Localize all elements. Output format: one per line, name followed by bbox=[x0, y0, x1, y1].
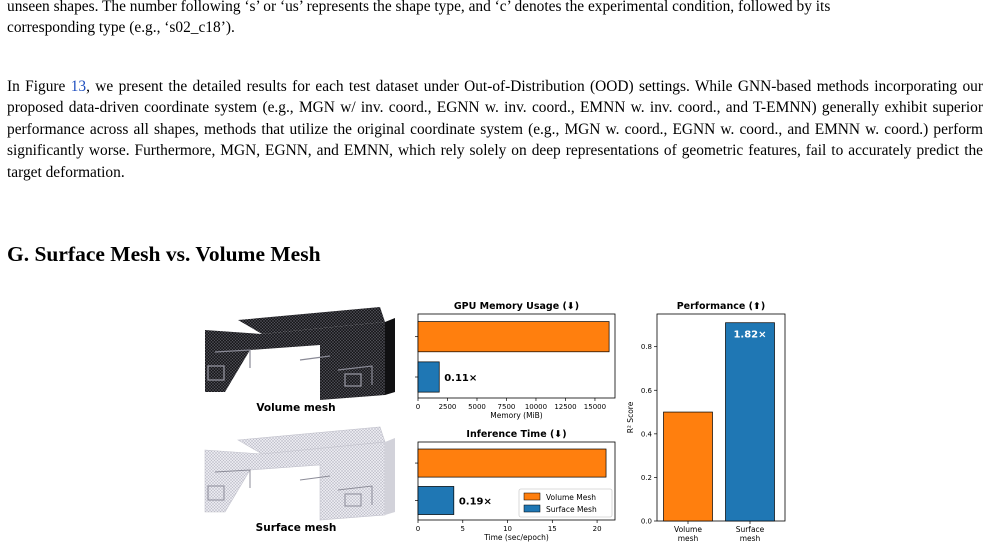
x-tick-label: 2500 bbox=[439, 403, 457, 411]
x-tick-label: mesh bbox=[740, 534, 761, 543]
volume-mesh-image bbox=[205, 307, 395, 400]
surface-mesh-image bbox=[204, 426, 395, 521]
surface-bar bbox=[417, 486, 455, 515]
y-tick-label: 0.8 bbox=[641, 343, 652, 351]
y-axis-label: R² Score bbox=[626, 401, 635, 433]
legend-swatch-surface bbox=[523, 504, 541, 513]
x-tick-label: 5000 bbox=[468, 403, 486, 411]
x-tick-label: 5 bbox=[461, 525, 465, 533]
x-tick-label: 15000 bbox=[584, 403, 606, 411]
x-tick-label: 15 bbox=[548, 525, 557, 533]
y-tick-label: 0.4 bbox=[641, 430, 653, 438]
charts: GPU Memory Usage (⬇) 0.11× 0 2500 5000 7500 10… bbox=[415, 301, 786, 543]
surface-bar bbox=[725, 322, 775, 522]
paragraph-continuation: unseen shapes. The number following ‘s’ … bbox=[7, 0, 983, 39]
plot-frame bbox=[417, 441, 616, 521]
y-tick-label: 0.0 bbox=[641, 518, 652, 526]
ratio-label: 0.11× bbox=[444, 373, 477, 384]
ratio-label: 0.19× bbox=[459, 497, 492, 508]
chart-title: Performance (⬆) bbox=[677, 301, 766, 312]
y-tick-label: 0.6 bbox=[641, 387, 653, 395]
legend-label-surface: Surface Mesh bbox=[546, 505, 597, 514]
x-tick-label: 7500 bbox=[498, 403, 516, 411]
x-tick-label: 10 bbox=[503, 525, 512, 533]
volume-mesh-label: Volume mesh bbox=[256, 402, 335, 414]
x-axis-label: Time (sec/epoch) bbox=[483, 533, 549, 542]
x-axis-label: Memory (MiB) bbox=[490, 411, 543, 420]
surface-bar bbox=[417, 361, 440, 393]
paragraph-text: , we present the detailed results for ea… bbox=[7, 78, 983, 181]
volume-bar bbox=[417, 321, 610, 353]
plot-frame bbox=[656, 313, 786, 522]
figure-link[interactable]: 13 bbox=[70, 78, 87, 95]
legend-label-volume: Volume Mesh bbox=[546, 493, 596, 502]
chart-title: Inference Time (⬇) bbox=[466, 429, 566, 440]
x-tick-label: Surface bbox=[736, 525, 765, 534]
volume-bar bbox=[663, 411, 713, 522]
x-tick-label: 0 bbox=[416, 525, 420, 533]
x-tick-label: 20 bbox=[593, 525, 602, 533]
paragraph-line: corresponding type (e.g., ‘s02_c18’). bbox=[7, 19, 235, 37]
y-tick-label: 0.2 bbox=[641, 474, 652, 482]
legend-swatch-volume bbox=[523, 492, 541, 501]
ratio-label: 1.82× bbox=[733, 330, 766, 341]
plot-frame bbox=[417, 313, 616, 399]
x-tick-label: 0 bbox=[416, 403, 420, 411]
paragraph-line: unseen shapes. The number following ‘s’ … bbox=[7, 0, 831, 15]
x-tick-label: Volume bbox=[674, 525, 702, 534]
x-tick-label: 10000 bbox=[525, 403, 547, 411]
volume-bar bbox=[417, 448, 607, 478]
results-paragraph: In Figure 13, we present the detailed re… bbox=[7, 76, 983, 183]
x-tick-label: mesh bbox=[678, 534, 699, 543]
section-heading: G. Surface Mesh vs. Volume Mesh bbox=[7, 242, 321, 266]
chart-title: GPU Memory Usage (⬇) bbox=[454, 301, 579, 312]
surface-mesh-label: Surface mesh bbox=[256, 522, 337, 534]
legend-box bbox=[518, 488, 613, 518]
x-tick-label: 12500 bbox=[554, 403, 576, 411]
paragraph-text: In Figure bbox=[7, 78, 71, 95]
